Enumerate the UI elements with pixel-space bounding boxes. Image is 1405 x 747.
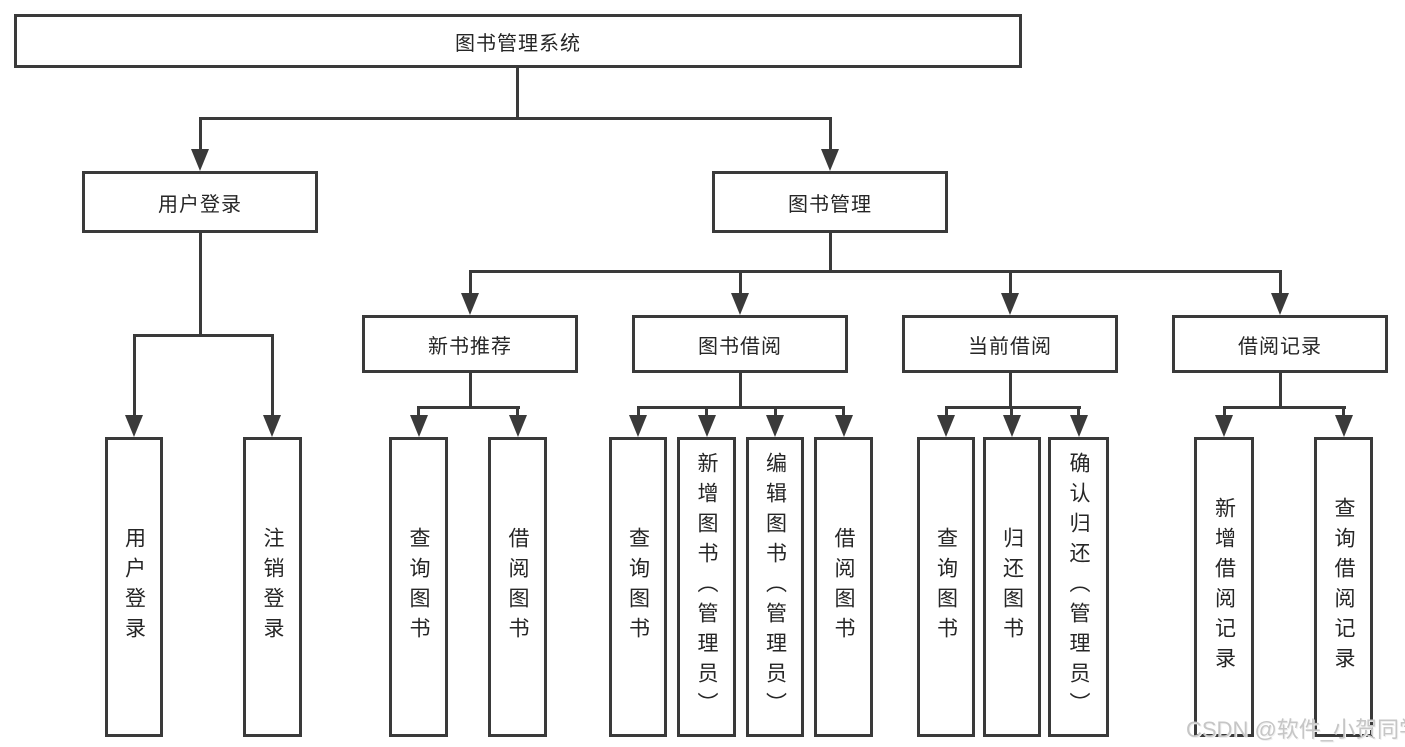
connector-shaft bbox=[271, 334, 274, 417]
connector-shaft bbox=[1010, 406, 1013, 417]
node-user-login: 用户登录 bbox=[82, 171, 318, 233]
node-user-login-label: 用户登录 bbox=[158, 193, 242, 216]
connector-current-borrow-stem bbox=[1009, 373, 1012, 408]
leaf-add-books-admin-label: 新增图书（管理员） bbox=[695, 452, 718, 722]
arrowhead-icon bbox=[461, 293, 479, 315]
arrowhead-icon bbox=[766, 415, 784, 437]
connector-to-book-management bbox=[829, 117, 832, 151]
leaf-query-books-borrow-label: 查询图书 bbox=[626, 527, 650, 647]
leaf-query-books-recommend: 查询图书 bbox=[389, 437, 448, 737]
connector-shaft bbox=[842, 406, 845, 417]
arrowhead-icon bbox=[937, 415, 955, 437]
connector-borrow-records-stem bbox=[1279, 373, 1282, 408]
leaf-query-books-borrow: 查询图书 bbox=[609, 437, 667, 737]
node-new-book-recommend: 新书推荐 bbox=[362, 315, 578, 373]
arrowhead-icon bbox=[698, 415, 716, 437]
arrowhead-icon bbox=[191, 149, 209, 171]
connector-shaft bbox=[133, 334, 136, 417]
arrowhead-icon bbox=[1003, 415, 1021, 437]
node-root-label: 图书管理系统 bbox=[455, 32, 581, 55]
leaf-add-borrow-record-label: 新增借阅记录 bbox=[1212, 497, 1236, 677]
connector-shaft bbox=[516, 406, 519, 417]
leaf-borrow-books-label: 借阅图书 bbox=[832, 527, 855, 647]
leaf-add-borrow-record: 新增借阅记录 bbox=[1194, 437, 1254, 737]
connector-to-user-login bbox=[199, 117, 202, 151]
leaf-edit-books-admin-label: 编辑图书（管理员） bbox=[763, 452, 787, 722]
leaf-add-books-admin: 新增图书（管理员） bbox=[677, 437, 736, 737]
leaf-confirm-return-admin: 确认归还（管理员） bbox=[1048, 437, 1109, 737]
connector-user-login-stem bbox=[199, 233, 202, 337]
leaf-return-books: 归还图书 bbox=[983, 437, 1041, 737]
connector-shaft bbox=[945, 406, 948, 417]
leaf-query-books-recommend-label: 查询图书 bbox=[407, 527, 430, 647]
connector-shaft bbox=[1223, 406, 1226, 417]
node-borrow-records: 借阅记录 bbox=[1172, 315, 1388, 373]
arrowhead-icon bbox=[629, 415, 647, 437]
connector-shaft bbox=[1342, 406, 1345, 417]
leaf-query-borrow-record: 查询借阅记录 bbox=[1314, 437, 1373, 737]
leaf-borrow-books-recommend-label: 借阅图书 bbox=[506, 527, 529, 647]
arrowhead-icon bbox=[1335, 415, 1353, 437]
node-borrow-records-label: 借阅记录 bbox=[1238, 335, 1322, 358]
arrowhead-icon bbox=[1070, 415, 1088, 437]
arrowhead-icon bbox=[821, 149, 839, 171]
arrowhead-icon bbox=[410, 415, 428, 437]
connector-shaft bbox=[1009, 270, 1012, 295]
connector-new-book-stem bbox=[469, 373, 472, 408]
connector-shaft bbox=[469, 270, 472, 295]
leaf-logout: 注销登录 bbox=[243, 437, 302, 737]
arrowhead-icon bbox=[509, 415, 527, 437]
arrowhead-icon bbox=[125, 415, 143, 437]
node-root: 图书管理系统 bbox=[14, 14, 1022, 68]
connector-root-stem bbox=[516, 68, 519, 120]
connector-shaft bbox=[705, 406, 708, 417]
leaf-return-books-label: 归还图书 bbox=[1000, 527, 1024, 647]
leaf-borrow-books-recommend: 借阅图书 bbox=[488, 437, 547, 737]
connector-shaft bbox=[637, 406, 640, 417]
connector-shaft bbox=[1279, 270, 1282, 295]
node-current-borrow-label: 当前借阅 bbox=[968, 335, 1052, 358]
connector-current-borrow-split bbox=[945, 406, 1081, 409]
connector-book-borrow-split bbox=[637, 406, 845, 409]
arrowhead-icon bbox=[1271, 293, 1289, 315]
leaf-borrow-books: 借阅图书 bbox=[814, 437, 873, 737]
node-current-borrow: 当前借阅 bbox=[902, 315, 1118, 373]
node-book-borrow-label: 图书借阅 bbox=[698, 335, 782, 358]
leaf-user-login-label: 用户登录 bbox=[122, 527, 146, 647]
connector-new-book-split bbox=[417, 406, 520, 409]
leaf-user-login: 用户登录 bbox=[105, 437, 163, 737]
arrowhead-icon bbox=[1215, 415, 1233, 437]
arrowhead-icon bbox=[263, 415, 281, 437]
node-new-book-recommend-label: 新书推荐 bbox=[428, 335, 512, 358]
arrowhead-icon bbox=[731, 293, 749, 315]
node-book-management-label: 图书管理 bbox=[788, 193, 872, 216]
connector-user-login-split bbox=[133, 334, 274, 337]
connector-book-management-split bbox=[469, 270, 1282, 273]
connector-borrow-records-split bbox=[1223, 406, 1346, 409]
leaf-query-books-current: 查询图书 bbox=[917, 437, 975, 737]
leaf-logout-label: 注销登录 bbox=[261, 527, 284, 647]
connector-shaft bbox=[417, 406, 420, 417]
leaf-confirm-return-admin-label: 确认归还（管理员） bbox=[1067, 452, 1090, 722]
leaf-query-books-current-label: 查询图书 bbox=[934, 527, 958, 647]
connector-book-borrow-stem bbox=[739, 373, 742, 408]
node-book-management: 图书管理 bbox=[712, 171, 948, 233]
connector-shaft bbox=[739, 270, 742, 295]
leaf-query-borrow-record-label: 查询借阅记录 bbox=[1332, 497, 1355, 677]
arrowhead-icon bbox=[835, 415, 853, 437]
arrowhead-icon bbox=[1001, 293, 1019, 315]
connector-book-management-stem bbox=[829, 233, 832, 273]
csdn-watermark: CSDN @软件_小贺同学 bbox=[1186, 717, 1405, 742]
node-book-borrow: 图书借阅 bbox=[632, 315, 848, 373]
connector-root-split bbox=[199, 117, 832, 120]
connector-shaft bbox=[1077, 406, 1080, 417]
connector-shaft bbox=[774, 406, 777, 417]
leaf-edit-books-admin: 编辑图书（管理员） bbox=[746, 437, 804, 737]
